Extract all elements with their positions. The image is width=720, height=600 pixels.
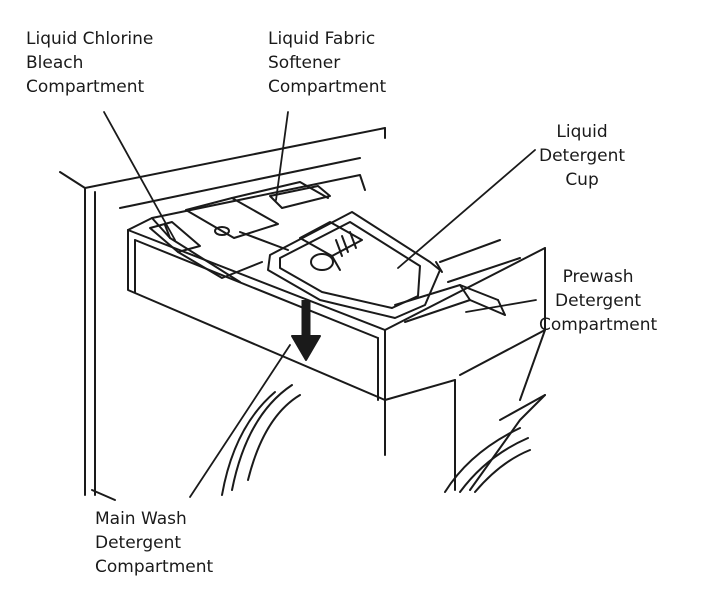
label-line: Prewash (562, 267, 634, 287)
washer-cabinet (59, 127, 386, 501)
leader-line-prewash (465, 299, 537, 313)
label-line: Liquid (556, 122, 608, 142)
pour-arrow (291, 300, 321, 361)
leader-line-softener (275, 111, 289, 201)
label-line: Compartment (539, 315, 658, 335)
label-main-wash-detergent-compartment: Main Wash Detergent Compartment (95, 507, 213, 579)
label-liquid-fabric-softener-compartment: Liquid Fabric Softener Compartment (268, 27, 386, 99)
washer-drum (221, 384, 546, 496)
label-line: Compartment (268, 77, 387, 97)
label-line: Main Wash (95, 509, 187, 529)
label-line: Liquid Chlorine (26, 29, 154, 49)
label-line: Bleach (26, 53, 84, 73)
label-line: Detergent (95, 533, 182, 553)
label-line: Cup (565, 170, 599, 190)
label-line: Compartment (95, 557, 214, 577)
liquid-detergent-cup (267, 211, 443, 319)
label-line: Detergent (539, 146, 626, 166)
label-liquid-detergent-cup: Liquid Detergent Cup (539, 120, 625, 192)
leader-line-mainwash (189, 344, 291, 498)
label-liquid-chlorine-bleach-compartment: Liquid Chlorine Bleach Compartment (26, 27, 153, 99)
label-line: Compartment (26, 77, 145, 97)
label-line: Softener (268, 53, 341, 73)
label-prewash-detergent-compartment: Prewash Detergent Compartment (539, 265, 657, 337)
leader-lines (103, 111, 537, 498)
dispenser-drawer (127, 174, 546, 491)
leader-line-bleach (103, 111, 176, 241)
label-line: Liquid Fabric (268, 29, 376, 49)
label-line: Detergent (555, 291, 642, 311)
leader-line-cup (397, 149, 536, 269)
